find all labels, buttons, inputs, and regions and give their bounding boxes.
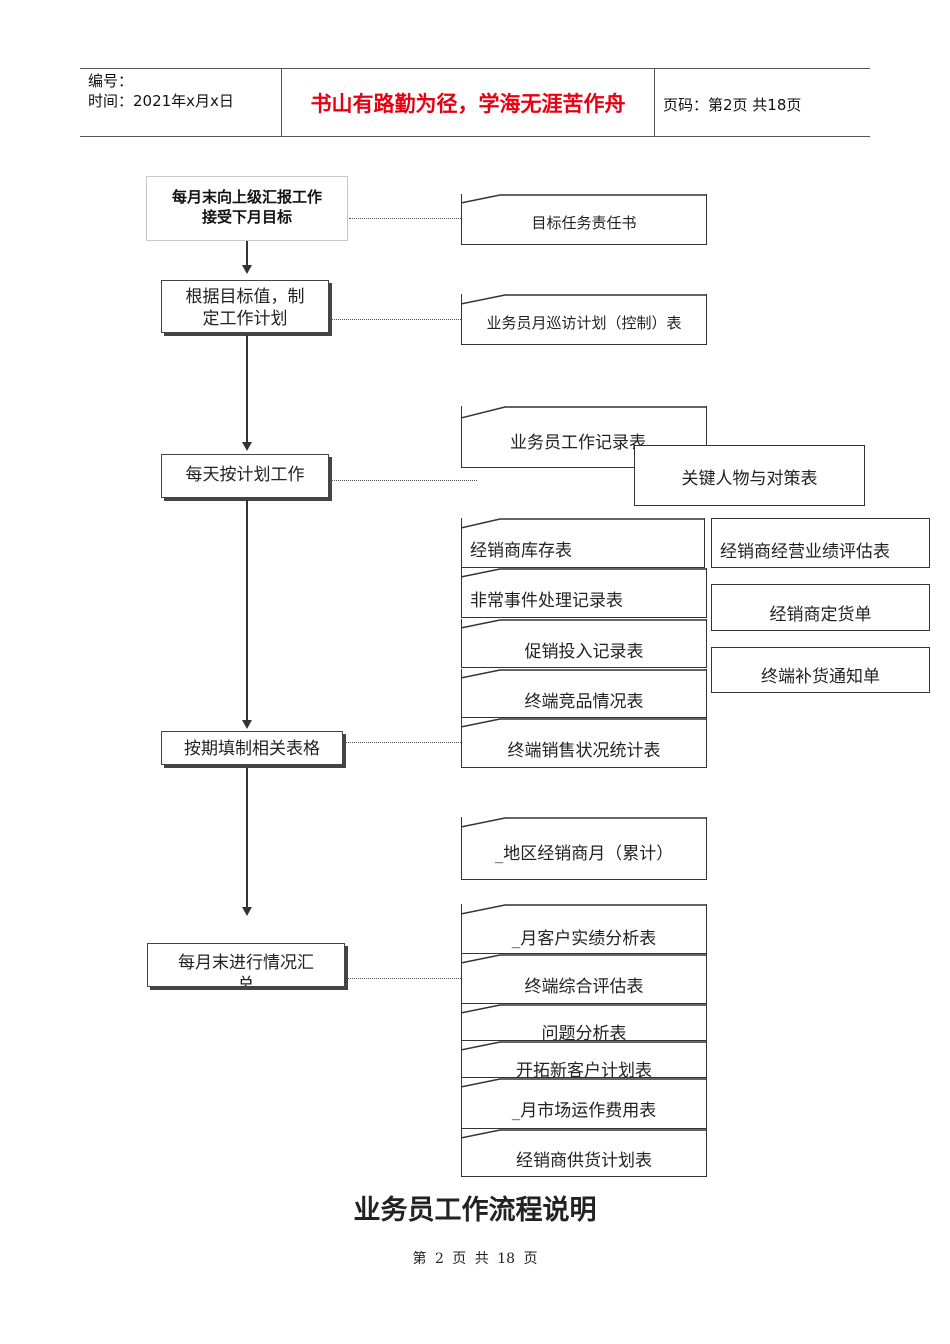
form-label: 非常事件处理记录表	[470, 591, 623, 611]
form-top-edge	[462, 817, 706, 828]
form-label: _地区经销商月（累计）	[494, 844, 674, 864]
form-label: 经销商定货单	[769, 605, 872, 625]
form-label: 终端综合评估表	[524, 977, 644, 997]
document-number-label: 编号：	[88, 72, 134, 90]
form-label: _月客户实绩分析表	[511, 929, 657, 949]
header-page-label: 页码：第2页 共18页	[663, 96, 802, 114]
form-top-edge	[462, 1041, 706, 1051]
dotted-connector	[331, 319, 461, 320]
form-label: 开拓新客户计划表	[516, 1061, 652, 1078]
form-top-edge	[462, 718, 706, 728]
form-terminal-sales-stats: 终端销售状况统计表	[461, 718, 707, 768]
flow-connector	[246, 768, 248, 908]
arrow-down-icon	[242, 265, 252, 274]
flow-connector	[246, 241, 248, 265]
dotted-connector	[347, 978, 461, 979]
form-terminal-evaluation: 终端综合评估表	[461, 954, 707, 1004]
form-regional-dealer-monthly: _地区经销商月（累计）	[461, 817, 707, 880]
flow-step-text: 每天按计划工作	[185, 465, 305, 485]
form-top-edge	[462, 904, 706, 915]
form-label: 业务员工作记录表	[510, 433, 646, 453]
form-label: 经销商供货计划表	[516, 1151, 652, 1171]
flow-step-text: 每月末进行情况汇	[178, 953, 314, 973]
header-divider	[654, 68, 655, 136]
flow-connector	[246, 335, 248, 442]
form-problem-analysis: 问题分析表	[461, 1004, 707, 1041]
form-promotion-record: 促销投入记录表	[461, 619, 707, 668]
flow-step-fill-forms: 按期填制相关表格	[161, 731, 343, 765]
form-label: _月市场运作费用表	[511, 1101, 657, 1121]
form-top-edge	[462, 406, 706, 419]
form-top-edge	[462, 1078, 706, 1088]
flow-step-text: 总	[237, 975, 255, 987]
dotted-connector	[349, 218, 461, 219]
form-label: 经销商经营业绩评估表	[720, 542, 890, 562]
form-top-edge	[462, 568, 706, 578]
flow-step-text: 定工作计划	[202, 309, 288, 329]
form-market-expense: _月市场运作费用表	[461, 1078, 707, 1129]
form-label: 终端竞品情况表	[524, 692, 644, 712]
arrow-down-icon	[242, 442, 252, 451]
arrow-down-icon	[242, 907, 252, 916]
form-target-responsibility: 目标任务责任书	[461, 194, 707, 245]
form-label: 终端销售状况统计表	[507, 741, 661, 761]
flow-step-monthly-summary: 每月末进行情况汇 总	[147, 943, 345, 987]
form-competitor-status: 终端竞品情况表	[461, 669, 707, 718]
form-key-persons: 关键人物与对策表	[634, 445, 865, 506]
dotted-connector	[345, 742, 461, 743]
form-top-edge	[462, 518, 704, 529]
flow-step-text: 每月末向上级汇报工作	[171, 188, 322, 206]
form-monthly-visit-plan: 业务员月巡访计划（控制）表	[461, 294, 707, 345]
form-top-edge	[462, 669, 706, 679]
header-bottom-rule	[80, 136, 870, 137]
form-label: 问题分析表	[541, 1024, 627, 1041]
arrow-down-icon	[242, 720, 252, 729]
flow-step-text: 按期填制相关表格	[184, 739, 320, 759]
form-dealer-order: 经销商定货单	[711, 584, 930, 631]
dotted-connector	[331, 480, 477, 481]
flow-step-monthly-report: 每月末向上级汇报工作 接受下月目标	[146, 176, 348, 241]
header-motto: 书山有路勤为径，学海无涯苦作舟	[310, 92, 626, 116]
form-label: 终端补货通知单	[761, 667, 880, 687]
form-label: 经销商库存表	[470, 541, 572, 561]
form-replenish-notice: 终端补货通知单	[711, 647, 930, 693]
form-top-edge	[462, 619, 706, 629]
form-top-edge	[462, 1129, 706, 1139]
header-divider	[281, 68, 282, 136]
form-top-edge	[462, 294, 706, 305]
form-dealer-performance: 经销商经营业绩评估表	[711, 518, 930, 568]
flow-connector	[246, 500, 248, 720]
form-customer-performance: _月客户实绩分析表	[461, 904, 707, 954]
form-label: 促销投入记录表	[524, 642, 644, 662]
form-label: 目标任务责任书	[531, 214, 637, 232]
form-new-customer-plan: 开拓新客户计划表	[461, 1041, 707, 1078]
flow-step-text: 根据目标值，制	[185, 287, 305, 307]
form-top-edge	[462, 954, 706, 964]
flow-step-text: 接受下月目标	[201, 208, 292, 226]
form-dealer-supply-plan: 经销商供货计划表	[461, 1129, 707, 1177]
page-number: 第 2 页 共 18 页	[412, 1251, 538, 1267]
form-label: 业务员月巡访计划（控制）表	[486, 314, 682, 332]
document-title: 业务员工作流程说明	[353, 1195, 597, 1226]
flow-step-make-plan: 根据目标值，制 定工作计划	[161, 280, 329, 333]
form-dealer-inventory: 经销商库存表	[461, 518, 705, 568]
form-incident-record: 非常事件处理记录表	[461, 568, 707, 618]
form-top-edge	[462, 1004, 706, 1014]
document-date-label: 时间：2021年x月x日	[88, 92, 234, 110]
form-label: 关键人物与对策表	[681, 469, 818, 489]
flow-step-daily-work: 每天按计划工作	[161, 454, 329, 498]
form-top-edge	[462, 194, 706, 204]
header-top-rule	[80, 68, 870, 69]
